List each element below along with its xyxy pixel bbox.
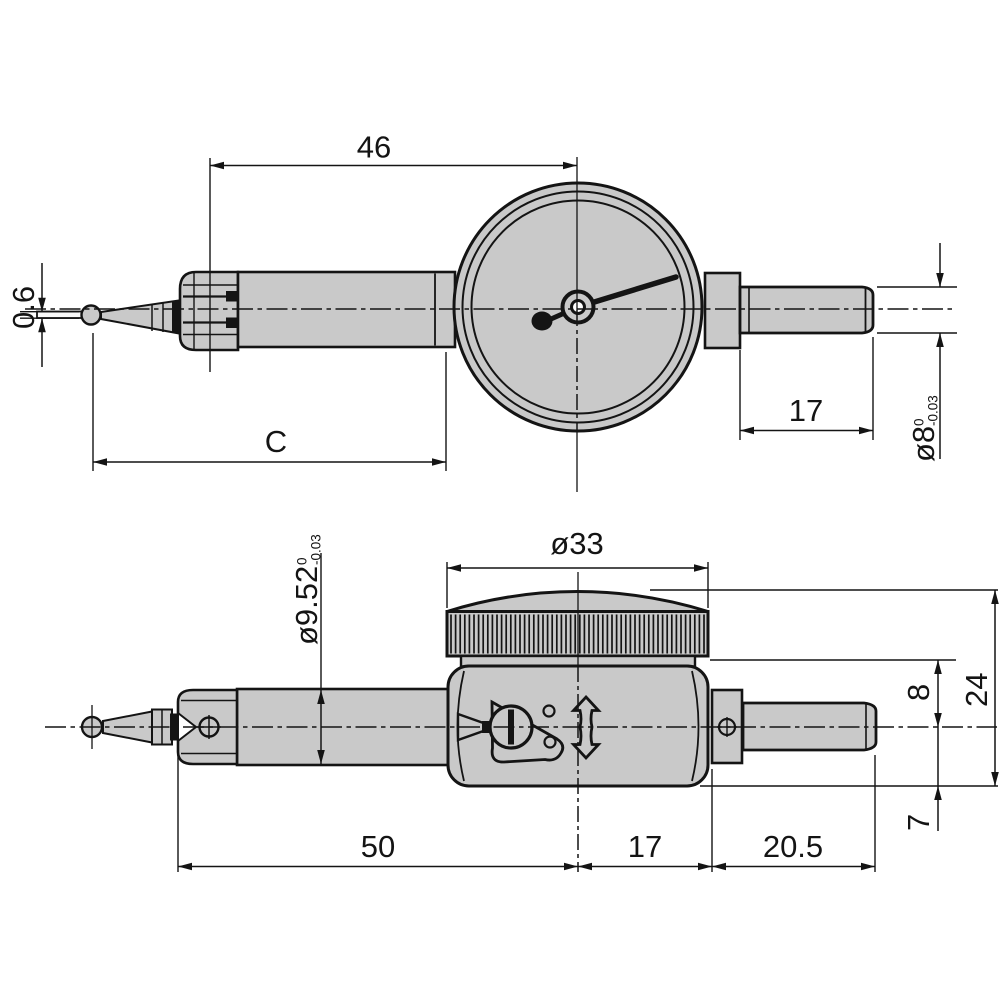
dial-hub-center <box>570 299 586 315</box>
dim-dia33: ø33 <box>446 526 709 608</box>
dial-face <box>470 199 686 415</box>
top-view <box>36 181 875 433</box>
dim-17-stem: 17 <box>739 337 874 440</box>
dimensions: 46 0.6 C 17 <box>6 130 999 872</box>
dim-20-5: 20.5 <box>712 755 876 872</box>
centerlines <box>25 157 997 872</box>
dim-dia8-tol-lower: -0.03 <box>926 395 941 426</box>
collet-slot-end <box>226 291 239 302</box>
mounting-stem <box>738 285 875 335</box>
dim-50: 50 <box>177 745 578 872</box>
lever-hole <box>543 735 557 749</box>
dim-dia33-label: ø33 <box>550 526 603 561</box>
dim-24-label: 24 <box>959 673 994 707</box>
dim-50-label: 50 <box>361 829 395 864</box>
body-hole <box>542 704 556 718</box>
stylus-coupling <box>172 301 182 333</box>
dim-dia952-tol-upper: 0 <box>295 557 310 565</box>
stylus-ball <box>80 304 102 326</box>
stylus-pin <box>36 310 84 319</box>
dim-17-bottom-label: 17 <box>628 829 662 864</box>
dim-8-label: 8 <box>901 684 936 701</box>
collet-block <box>178 270 240 352</box>
dim-17-bottom: 17 <box>578 769 713 872</box>
dim-dia952: ø9.52 0 -0.03 <box>289 534 324 764</box>
dial-bezel-ring <box>461 190 695 424</box>
dim-46: 46 <box>209 130 577 372</box>
dim-c: C <box>92 333 447 471</box>
dim-24: 24 <box>650 589 998 787</box>
dim-c-label: C <box>265 424 287 459</box>
dim-dia952-tol-lower: -0.03 <box>309 534 324 565</box>
dim-7-label: 7 <box>901 814 936 831</box>
dim-46-label: 46 <box>357 130 391 165</box>
mounting-collar <box>703 271 742 350</box>
dimension-arrowheads <box>38 161 999 871</box>
knurl-texture <box>450 614 705 654</box>
dim-dia952-label: ø9.52 <box>289 566 324 645</box>
dim-dia8-label: ø8 <box>906 426 941 462</box>
needle-counterweight <box>531 311 553 331</box>
dim-20-5-label: 20.5 <box>763 829 823 864</box>
dim-dia8-tol-upper: 0 <box>912 418 927 426</box>
dim-0-6-label: 0.6 <box>6 286 41 329</box>
body-side-contour <box>691 670 700 782</box>
dim-17-stem-label: 17 <box>789 393 823 428</box>
collet-slot-end <box>226 317 239 328</box>
direction-reversal-arrow-icon <box>570 694 602 761</box>
